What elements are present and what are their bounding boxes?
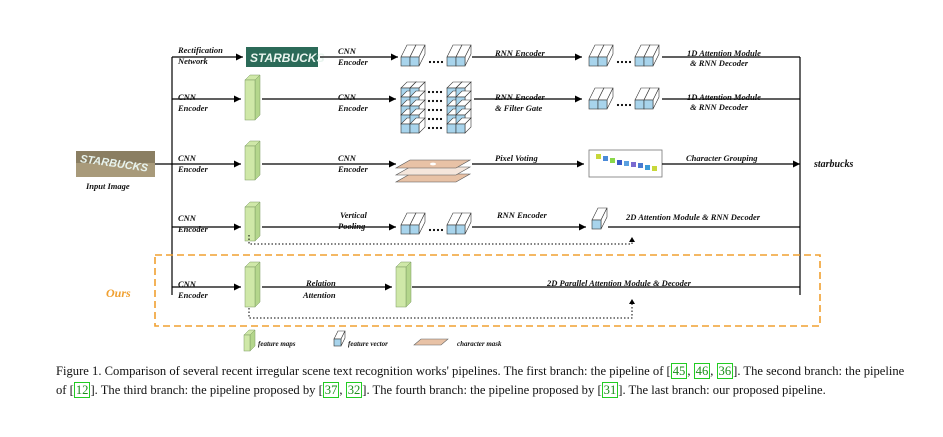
b1-encoded-sequence [588,44,660,67]
b3-cnn2-label-1: CNN [338,153,357,163]
b4-cnn-label-1: CNN [178,213,197,223]
ref-31[interactable]: 31 [601,381,619,398]
figure-caption: Figure 1. Comparison of several recent i… [56,363,905,398]
b2-feature-grid [400,81,472,134]
ref-45[interactable]: 45 [670,363,688,379]
branch-1: Rectification Network STARBUCKS CNN Enco… [172,44,800,68]
b4-feature-map [244,201,261,242]
b2-rnn-label-2: & Filter Gate [495,103,542,113]
b4-pooling-label-1: Vertical [340,210,368,220]
ours-box [154,254,821,327]
ours-label: Ours [106,286,131,300]
input-image: STARBUCKS [76,151,155,177]
b4-pooling-label-2: Pooling [338,221,366,231]
pipeline-diagram: STARBUCKS Input Image Rectification Netw… [76,44,854,352]
legend-feature-map-icon [243,329,256,352]
b4-encoded-vector [591,207,608,230]
input-image-label: Input Image [85,181,130,191]
caption-lead: Figure 1. Comparison of several recent i… [56,364,667,378]
b1-rnn-label: RNN Encoder [494,48,546,58]
legend-feature-vector-icon [333,330,346,347]
b3-voting-label: Pixel Voting [495,153,538,163]
rectification-label-2: Network [177,56,209,66]
b1-feature-sequence [400,44,472,67]
ref-36[interactable]: 36 [716,363,734,379]
b3-cnn2-label-2: Encoder [337,164,368,174]
branch-2: CNN Encoder CNN Encoder RNN Encoder & Fi… [172,74,800,134]
caption-mid-1: . The second branch: the pipeline of [56,364,905,397]
b3-cnn1-label-1: CNN [178,153,197,163]
b2-cnn1-label-2: Encoder [177,103,208,113]
b3-grouping-box [588,149,663,178]
b2-feature-map [244,74,261,121]
b5-cnn-label-2: Encoder [177,290,208,300]
rectified-image-text: STARBUCKS [250,51,324,65]
b5-cnn-label-1: CNN [178,279,197,289]
b1-decoder-label-1: 1D Attention Module [687,48,761,58]
rectified-image: STARBUCKS [246,47,324,67]
b3-character-masks [394,159,472,183]
b5-feature-map [244,261,261,308]
b4-cnn-label-2: Encoder [177,224,208,234]
b5-relation-label-2: Attention [302,290,336,300]
b3-feature-map [244,140,261,181]
branch-4: CNN Encoder Vertical Pooling RNN Encoder… [172,201,800,245]
b2-decoder-label-1: 1D Attention Module [687,92,761,102]
b5-relation-feature-map [395,261,412,308]
b2-cnn2-label-2: Encoder [337,103,368,113]
legend-feature-maps-label: feature maps [258,340,296,348]
b4-feature-sequence [400,212,472,235]
b2-cnn2-label-1: CNN [338,92,357,102]
branch-3: CNN Encoder CNN Encoder Pixel Voting Cha… [172,140,800,183]
caption-tail: . The last branch: our proposed pipeline… [622,382,826,397]
b1-decoder-label-2: & RNN Decoder [690,58,749,68]
b4-rnn-label: RNN Encoder [496,210,548,220]
b2-rnn-label-1: RNN Encoder [494,92,546,102]
ref-12[interactable]: 12 [73,381,91,398]
b4-decoder-label: 2D Attention Module & RNN Decoder [625,212,761,222]
rectification-label-1: Rectification [177,45,223,55]
b1-cnn-label-1: CNN [338,46,357,56]
ref-37[interactable]: 37 [322,381,340,398]
b2-decoder-label-2: & RNN Decoder [690,102,749,112]
ref-46[interactable]: 46 [693,363,711,379]
b1-cnn-label-2: Encoder [337,57,368,67]
legend-character-mask-label: character mask [457,340,502,348]
legend-character-mask-icon [413,338,449,346]
caption-mid-3: . The fourth branch: the pipeline propos… [366,382,598,397]
b3-grouping-label: Character Grouping [686,153,758,163]
output-label: starbucks [813,159,854,170]
b5-relation-label-1: Relation [305,278,336,288]
b2-encoded-sequence [588,87,660,110]
legend-feature-vector-label: feature vector [348,340,388,348]
b2-cnn1-label-1: CNN [178,92,197,102]
b5-decoder-label: 2D Parallel Attention Module & Decoder [546,278,692,288]
branch-5: CNN Encoder Relation Attention 2D Parall… [172,261,800,319]
caption-mid-2: . The third branch: the pipeline propose… [94,382,319,397]
legend: feature maps feature vector character ma… [243,329,502,352]
b3-cnn1-label-2: Encoder [177,164,208,174]
ref-32[interactable]: 32 [345,381,363,398]
